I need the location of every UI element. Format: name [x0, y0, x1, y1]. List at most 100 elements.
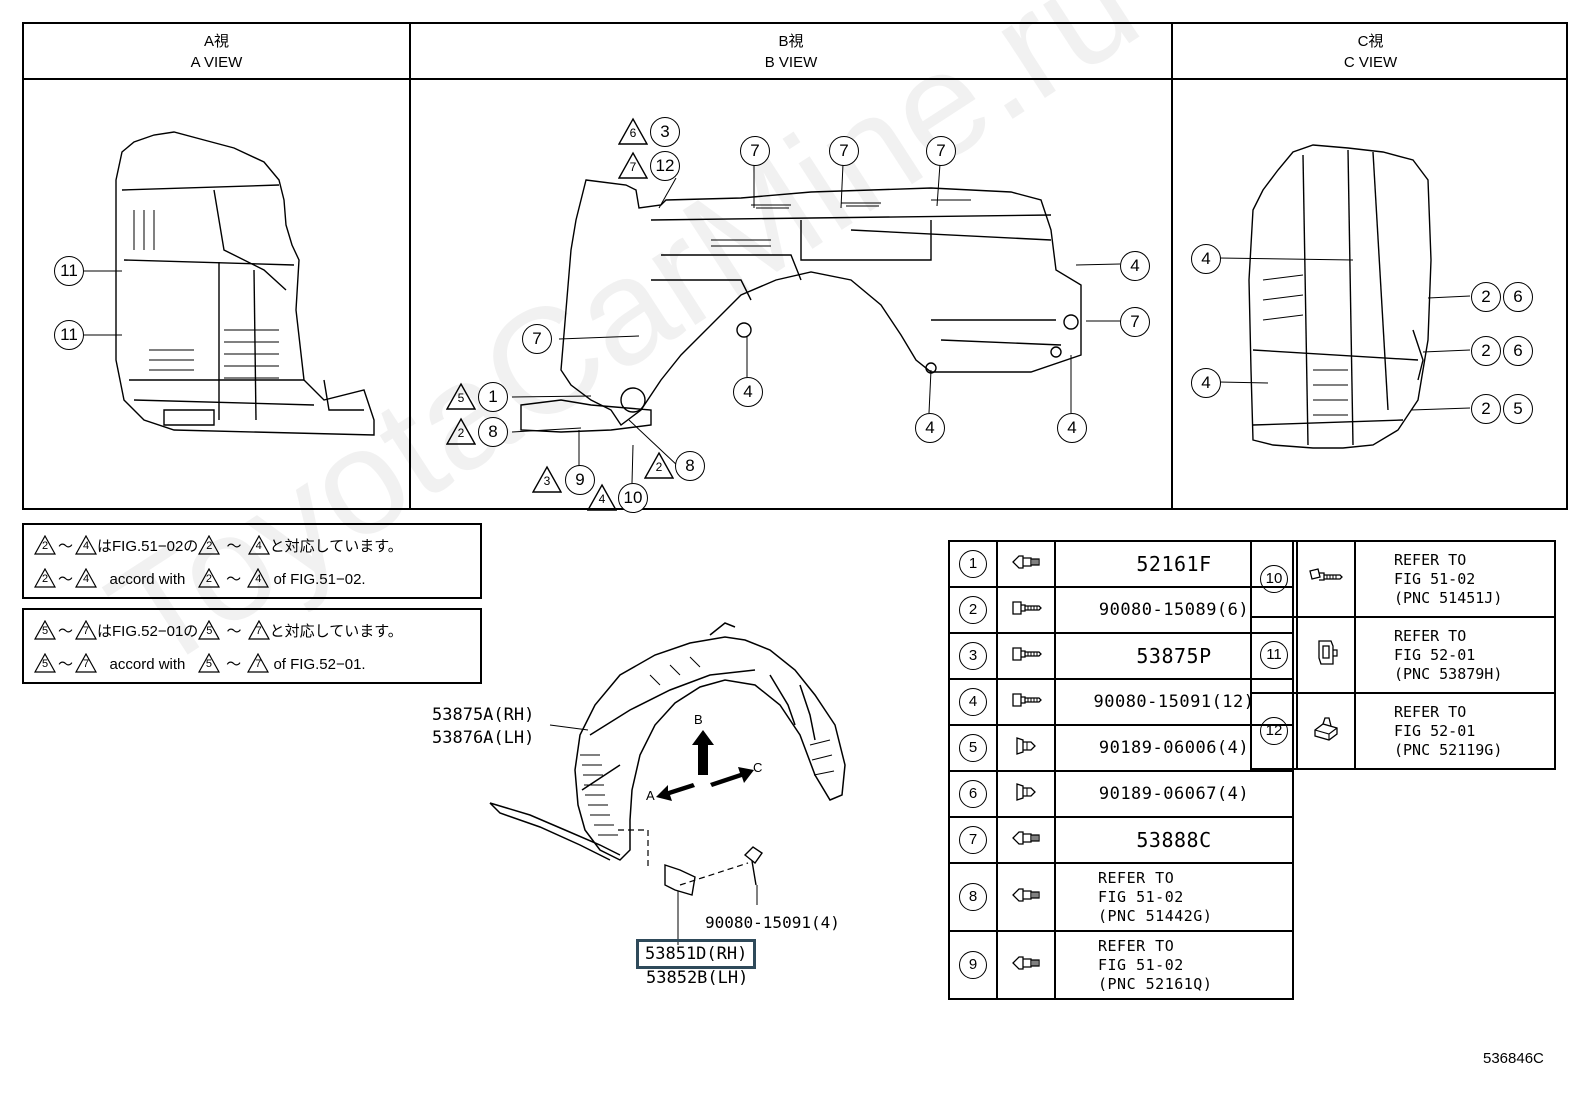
- note2-jp-text2: と対応しています。: [269, 623, 403, 640]
- note2-en-line: 5〜7 accord with 5 〜 7 of FIG.52−01.: [34, 650, 474, 680]
- note2-en-text1: accord with: [109, 656, 186, 673]
- c-callout-4-upper: 4: [1191, 244, 1221, 274]
- callout-11-upper: 11: [54, 256, 84, 286]
- part-number-callout: 5: [948, 724, 998, 772]
- callout-tri-2-right: 2: [643, 451, 675, 479]
- callout-4-bottom-right: 4: [1057, 413, 1087, 443]
- liner-rh-label: 53875A(RH): [432, 705, 535, 725]
- screw-icon: [996, 678, 1056, 726]
- screw-icon: [996, 632, 1056, 680]
- direction-c-label: C: [753, 760, 763, 775]
- reference-number-callout: 12: [1250, 692, 1298, 770]
- direction-a-label: A: [646, 788, 655, 803]
- b-view-title-jp: B視: [778, 33, 804, 50]
- callout-8-right: 8: [675, 451, 705, 481]
- callout-4-mid: 4: [733, 377, 763, 407]
- clip-icon: [996, 930, 1056, 1000]
- clip-icon: [996, 816, 1056, 864]
- part-number: 90189-06067(4): [1054, 770, 1294, 818]
- callout-7-left: 7: [522, 324, 552, 354]
- a-view-liner-illustration: [115, 131, 375, 436]
- c-callout-4-lower: 4: [1191, 368, 1221, 398]
- c-view-panel: C視 C VIEW: [1173, 24, 1568, 508]
- retainer-icon: [1296, 616, 1356, 694]
- part-number-callout: 7: [948, 816, 998, 864]
- callout-10: 10: [618, 483, 648, 513]
- rivet-icon: [996, 770, 1056, 818]
- part-number-callout: 3: [948, 632, 998, 680]
- c-callout-6-b: 6: [1503, 336, 1533, 366]
- callout-7-right: 7: [1120, 307, 1150, 337]
- callout-4-top-right: 4: [1120, 251, 1150, 281]
- note1-tri-from: 2: [34, 535, 56, 555]
- note1-tri-to: 4: [75, 535, 98, 555]
- part-number-callout: 2: [948, 586, 998, 634]
- a-view-title-jp: A視: [203, 33, 229, 50]
- callout-tri-6: 6: [617, 117, 649, 145]
- a-view-header: A視 A VIEW: [24, 24, 409, 80]
- callout-12: 12: [650, 151, 680, 181]
- a-view-title-en: A VIEW: [190, 54, 243, 71]
- clip-icon: [996, 540, 1056, 588]
- part-number-callout: 9: [948, 930, 998, 1000]
- rivet-icon: [996, 724, 1056, 772]
- c-view-liner-illustration: [1218, 144, 1471, 449]
- c-callout-5: 5: [1503, 394, 1533, 424]
- part-number-callout: 6: [948, 770, 998, 818]
- reference-number-callout: 10: [1250, 540, 1298, 618]
- direction-b-label: B: [694, 712, 703, 727]
- callout-tri-4: 4: [586, 483, 618, 511]
- parts-row: 6 90189-06067(4): [948, 770, 1294, 818]
- arrow-b: [692, 730, 714, 775]
- callout-9: 9: [565, 465, 595, 495]
- b-view-header: B視 B VIEW: [411, 24, 1171, 80]
- bracket-rh-label: 53851D(RH): [636, 939, 757, 969]
- c-callout-2-b: 2: [1471, 336, 1501, 366]
- callout-3-top: 3: [650, 117, 680, 147]
- clip-icon: [996, 862, 1056, 932]
- figure-code: 536846C: [1483, 1050, 1544, 1067]
- note1-jp-text2: と対応しています。: [269, 538, 403, 555]
- c-callout-6-a: 6: [1503, 282, 1533, 312]
- note2-jp-text1: はFIG.52−01の: [97, 623, 199, 640]
- callout-tri-7: 7: [617, 151, 649, 179]
- callout-11-lower: 11: [54, 320, 84, 350]
- note2-en-text2: of FIG.52−01.: [273, 656, 366, 673]
- b-view-drawing: 6 3 7 12 7 7 7 4 7 7 4 4 4 5 1 2: [411, 80, 1171, 513]
- callout-tri-5: 5: [445, 382, 477, 410]
- callout-1: 1: [478, 382, 508, 412]
- callout-7-c: 7: [926, 136, 956, 166]
- b-view-title-en: B VIEW: [764, 54, 818, 71]
- callout-8-left: 8: [478, 417, 508, 447]
- note1-en-line: 2〜4 accord with 2 〜 4 of FIG.51−02.: [34, 565, 474, 595]
- callout-tri-2-left: 2: [445, 417, 477, 445]
- fender-liner-illustration: [489, 622, 846, 945]
- part-number-callout: 1: [948, 540, 998, 588]
- part-number-callout: 8: [948, 862, 998, 932]
- b-view-liner-illustration: [511, 163, 1121, 484]
- reference-number-callout: 11: [1250, 616, 1298, 694]
- a-view-leader-lines: [84, 270, 122, 336]
- c-callout-2-c: 2: [1471, 394, 1501, 424]
- bolt-icon: [1296, 540, 1356, 618]
- c-callout-2-a: 2: [1471, 282, 1501, 312]
- note1-en-text2: of FIG.51−02.: [273, 571, 366, 588]
